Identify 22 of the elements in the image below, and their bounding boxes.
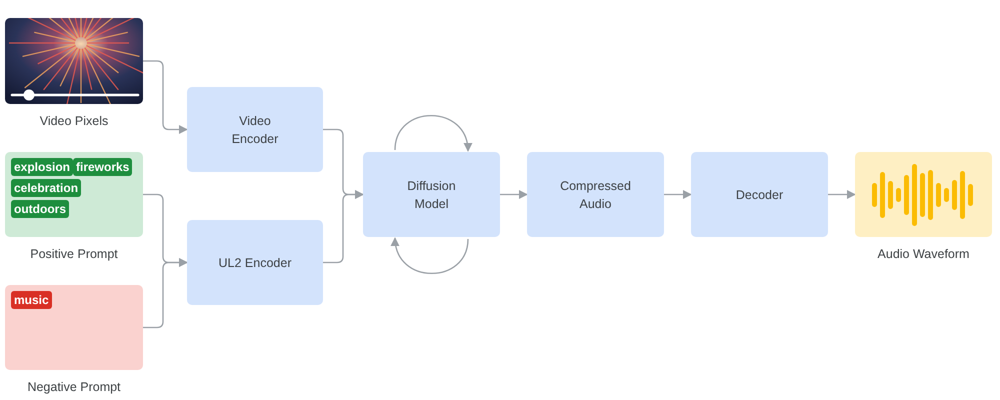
box-label: Video Encoder	[230, 112, 280, 148]
loop-arrow	[394, 115, 472, 152]
box-label: UL2 Encoder	[218, 254, 292, 272]
keyword-tag: celebration	[11, 179, 82, 197]
arrow	[664, 190, 692, 200]
loop-arrow	[392, 237, 469, 274]
arrow	[143, 60, 188, 134]
keyword-tag: explosion	[11, 158, 74, 176]
keyword-tag: fireworks	[73, 158, 132, 176]
node-label: Audio Waveform	[876, 247, 970, 261]
keyword-tag: outdoors	[11, 200, 69, 218]
box-label: Decoder	[734, 186, 784, 204]
box-label: Compressed Audio	[559, 178, 632, 212]
node-label: Positive Prompt	[29, 247, 119, 261]
arrow	[143, 258, 188, 328]
node-label: Negative Prompt	[26, 380, 122, 394]
node-label: Video Pixels	[38, 114, 110, 128]
arrow	[323, 190, 364, 264]
keyword-tag: music	[11, 291, 52, 309]
arrow	[500, 190, 528, 200]
box-label: Diffusion Model	[406, 178, 457, 212]
arrow	[828, 190, 856, 200]
